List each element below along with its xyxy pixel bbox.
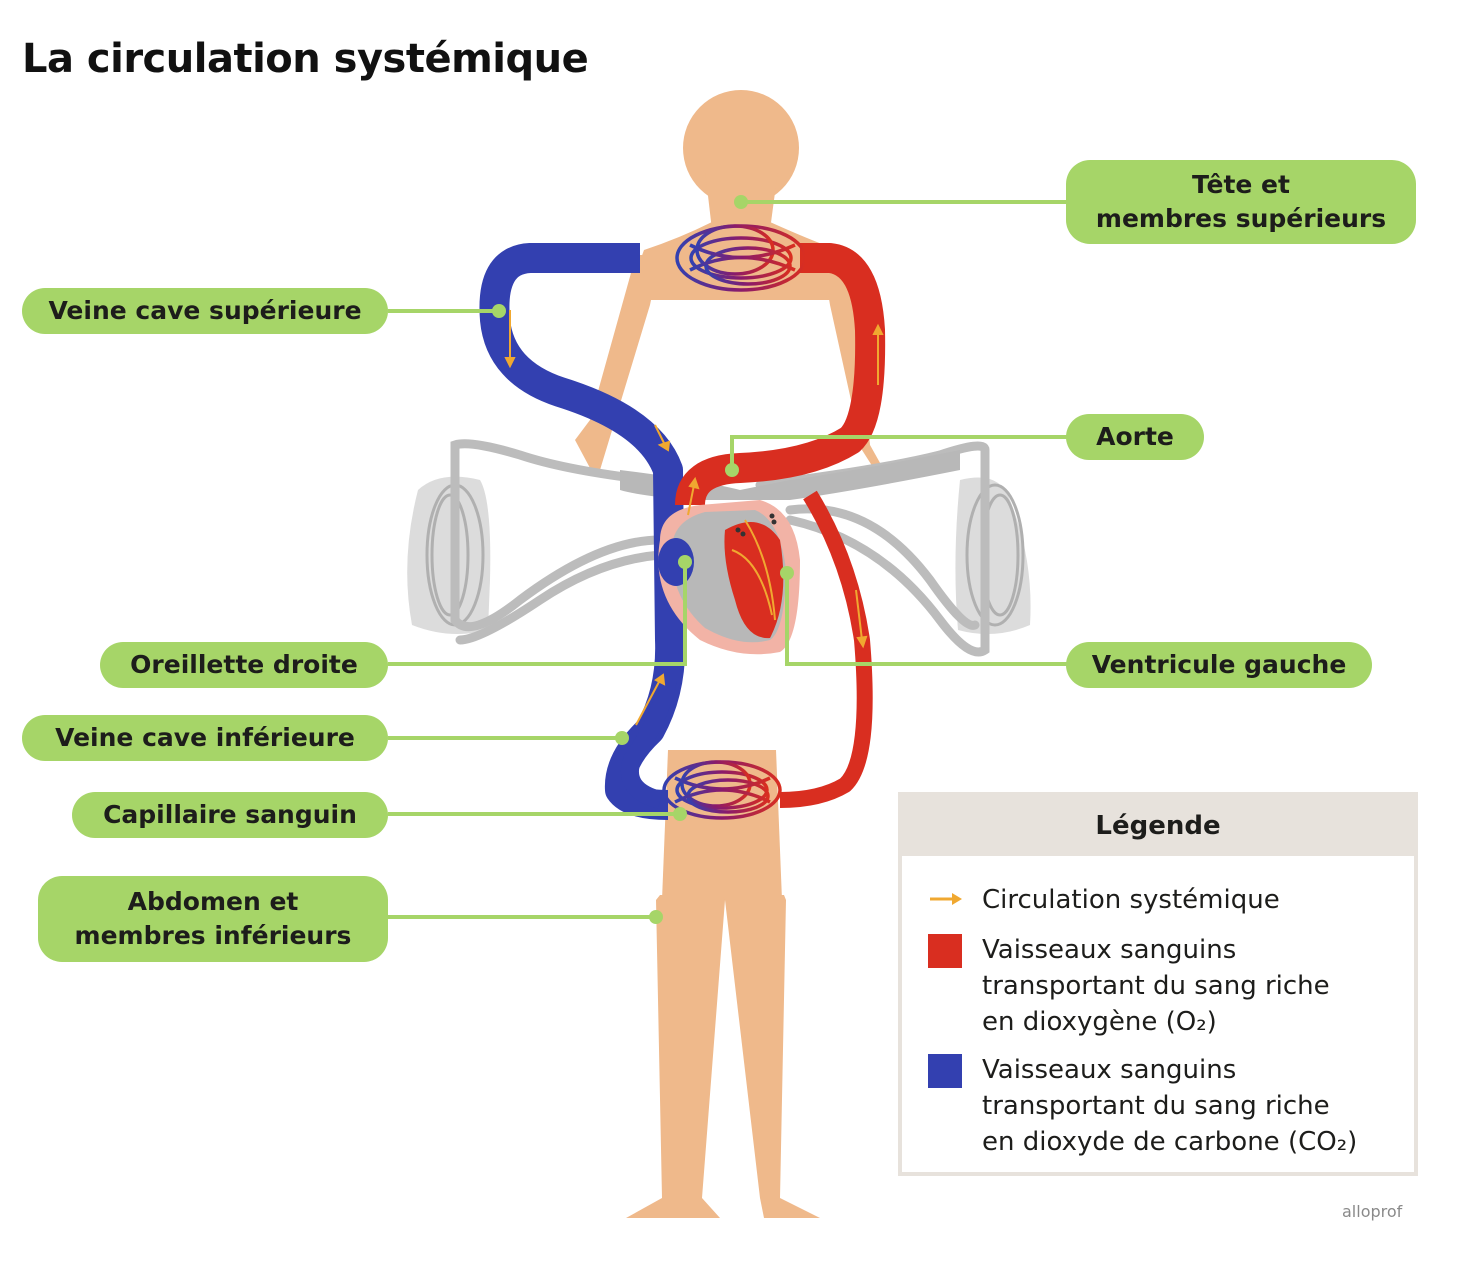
label-head-limbs: Tête et membres supérieurs (1066, 160, 1416, 244)
flow-arrows (504, 310, 884, 726)
legend-item-text: en dioxygène (O₂) (982, 1007, 1217, 1037)
label-head-limbs-line1: Tête et (1192, 170, 1290, 200)
legend-title: Légende (902, 796, 1414, 856)
lower-capillary-network (662, 760, 782, 820)
legend-item-text: transportant du sang riche (982, 971, 1330, 1001)
connector-dots (492, 195, 794, 924)
upper-capillary-network (675, 224, 807, 292)
right-arm (822, 255, 884, 472)
legend-item-text: transportant du sang riche (982, 1091, 1330, 1121)
dot-capillary (673, 807, 687, 821)
right-lung (955, 477, 1031, 634)
descending-aorta (779, 490, 873, 808)
legend-item-text: Vaisseaux sanguins (982, 1055, 1237, 1085)
label-head-limbs-line2: membres supérieurs (1095, 204, 1387, 233)
connector-lines (388, 200, 1070, 919)
legend-item-text: Vaisseaux sanguins (982, 935, 1237, 965)
label-right-atrium: Oreillette droite (100, 642, 388, 688)
legend-item-oxygenated: Vaisseaux sanguins transportant du sang … (928, 932, 1330, 1040)
credit-logo: alloprof (1342, 1202, 1403, 1221)
dot-head-limbs (734, 195, 748, 209)
connector-aorta (730, 435, 1068, 470)
red-square-icon (928, 934, 962, 968)
connector-right-atrium (388, 562, 687, 666)
label-superior-vena-cava: Veine cave supérieure (22, 288, 388, 334)
label-left-ventricle: Ventricule gauche (1066, 642, 1372, 688)
legend-item-text: Circulation systémique (982, 885, 1280, 915)
label-abdomen-line2: membres inférieurs (74, 921, 352, 950)
legend-item-deoxygenated: Vaisseaux sanguins transportant du sang … (928, 1052, 1357, 1160)
dot-svc (492, 304, 506, 318)
left-leg (626, 895, 725, 1218)
right-leg (724, 895, 820, 1218)
label-aorta: Aorte (1066, 414, 1204, 460)
arrow-down-icon (504, 310, 516, 369)
legend: Légende Circulation systémique Vaisseaux… (898, 792, 1418, 1176)
arrow-right-icon (930, 893, 962, 905)
arrow-up-icon (872, 323, 884, 385)
superior-vena-cava (479, 243, 686, 820)
page-title: La circulation systémique (22, 36, 589, 82)
label-capillary: Capillaire sanguin (72, 792, 388, 838)
aorta (675, 243, 886, 507)
dot-left-ventricle (780, 566, 794, 580)
arrow-down-icon (855, 589, 868, 649)
arrow-up-icon (635, 673, 666, 726)
dot-abdomen (649, 910, 663, 924)
left-lung (407, 476, 491, 634)
lungs (407, 439, 1031, 657)
label-abdomen-limbs: Abdomen et membres inférieurs (38, 876, 388, 962)
legend-item-text: en dioxyde de carbone (CO₂) (982, 1127, 1358, 1157)
dot-aorta (725, 463, 739, 477)
arrow-up-icon (687, 476, 700, 516)
arrow-down-icon (654, 424, 671, 452)
left-ventricle-chamber (724, 522, 784, 639)
dot-ivc (615, 731, 629, 745)
dot-right-atrium (678, 555, 692, 569)
label-inferior-vena-cava: Veine cave inférieure (22, 715, 388, 761)
blue-square-icon (928, 1054, 962, 1088)
connector-left-ventricle (785, 573, 1068, 666)
label-abdomen-line1: Abdomen et (127, 887, 299, 917)
legend-item-circulation: Circulation systémique (928, 882, 1280, 918)
